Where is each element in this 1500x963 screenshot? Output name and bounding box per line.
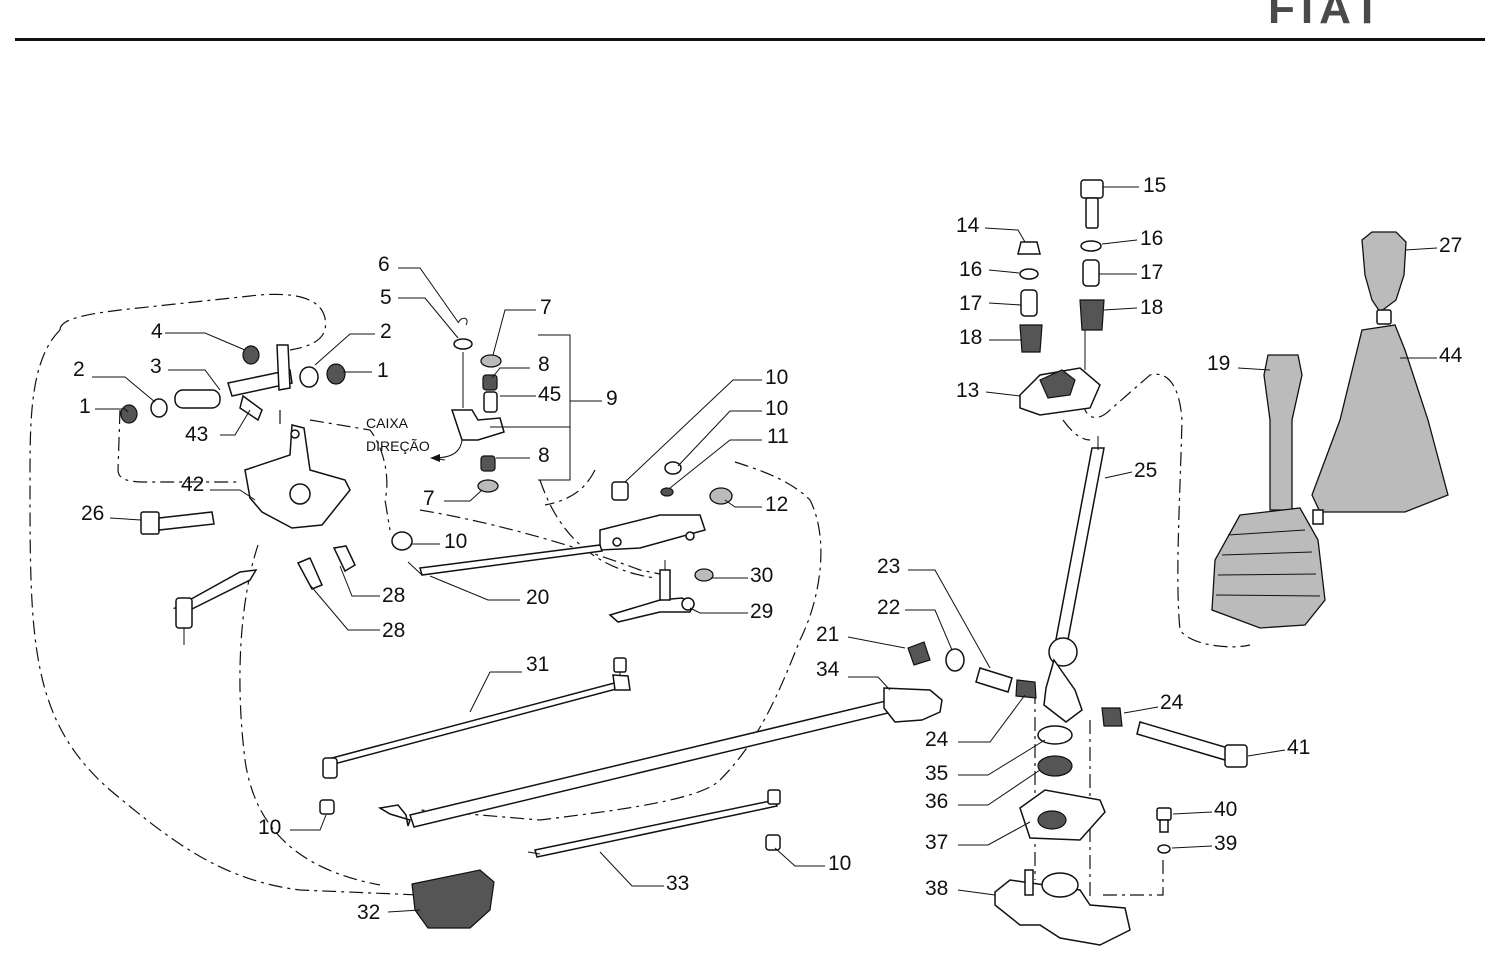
callout-25: 25 (1134, 459, 1157, 482)
callout-4: 4 (151, 320, 163, 343)
leader-lines (92, 186, 1438, 913)
callout-33: 33 (666, 872, 689, 895)
callout-17: 17 (1140, 261, 1163, 284)
callout-27: 27 (1439, 234, 1462, 257)
callout-2: 2 (380, 320, 392, 343)
callout-2: 2 (73, 358, 85, 381)
note-caixa: CAIXA (366, 415, 409, 431)
callout-12: 12 (765, 493, 788, 516)
callout-14: 14 (956, 214, 980, 237)
callout-39: 39 (1214, 832, 1237, 855)
callout-34: 34 (816, 658, 840, 681)
callout-23: 23 (877, 555, 900, 578)
callout-21: 21 (816, 623, 839, 646)
callout-31: 31 (526, 653, 549, 676)
callout-15: 15 (1143, 174, 1166, 197)
callout-38: 38 (925, 877, 948, 900)
callout-16: 16 (1140, 227, 1163, 250)
callout-36: 36 (925, 790, 948, 813)
callout-43: 43 (185, 423, 208, 446)
callout-19: 19 (1207, 352, 1230, 375)
brand-logo: FIAT (1268, 0, 1387, 33)
callout-32: 32 (357, 901, 380, 924)
header-rule (15, 38, 1485, 41)
callout-1: 1 (377, 359, 389, 382)
callout-24: 24 (925, 728, 949, 751)
part-drawings (120, 179, 1449, 946)
callout-28: 28 (382, 584, 405, 607)
callout-6: 6 (378, 253, 390, 276)
callout-37: 37 (925, 831, 948, 854)
callout-22: 22 (877, 596, 900, 619)
callout-9: 9 (606, 387, 618, 410)
callout-5: 5 (380, 286, 392, 309)
callout-29: 29 (750, 600, 773, 623)
callout-8: 8 (538, 444, 550, 467)
callout-24: 24 (1160, 691, 1184, 714)
callout-35: 35 (925, 762, 948, 785)
callout-8: 8 (538, 353, 550, 376)
callout-42: 42 (181, 473, 204, 496)
callout-1: 1 (79, 395, 91, 418)
callout-28: 28 (382, 619, 405, 642)
callout-10: 10 (765, 366, 788, 389)
callout-44: 44 (1439, 344, 1463, 367)
callout-20: 20 (526, 586, 549, 609)
callout-7: 7 (540, 296, 552, 319)
callout-11: 11 (767, 425, 789, 448)
callout-10: 10 (444, 530, 467, 553)
callout-26: 26 (81, 502, 104, 525)
callout-13: 13 (956, 379, 979, 402)
callout-30: 30 (750, 564, 773, 587)
callout-7: 7 (423, 487, 435, 510)
callout-labels: 1 1 2 2 3 4 5 6 7 7 8 8 9 10 10 10 10 10… (73, 174, 1463, 924)
note-direcao: DIREÇÃO (366, 438, 430, 454)
callout-16: 16 (959, 258, 982, 281)
callout-17: 17 (959, 292, 982, 315)
callout-41: 41 (1287, 736, 1310, 759)
callout-3: 3 (150, 355, 162, 378)
callout-10: 10 (258, 816, 281, 839)
callout-18: 18 (959, 326, 982, 349)
callout-18: 18 (1140, 296, 1163, 319)
callout-45: 45 (538, 383, 561, 406)
callout-40: 40 (1214, 798, 1237, 821)
callout-10: 10 (828, 852, 851, 875)
callout-10: 10 (765, 397, 788, 420)
